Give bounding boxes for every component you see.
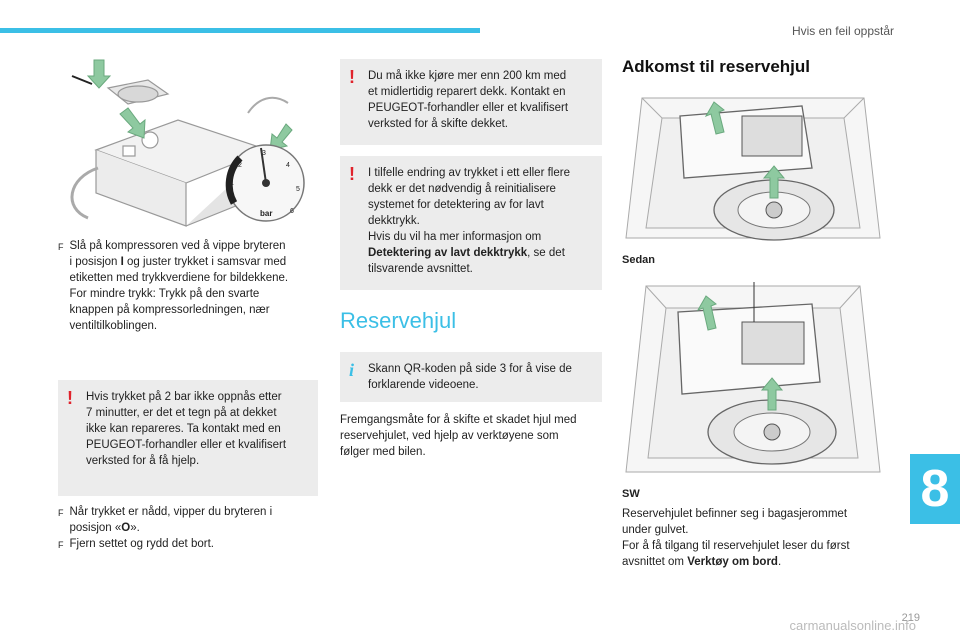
heading-adkomst: Adkomst til reservehjul [622,57,811,76]
step-2: F Når trykket er nådd, vipper du brytere… [58,506,273,534]
info-icon: i [349,360,355,380]
gauge-tick-6: 6 [290,208,294,215]
access-paragraph: Reservehjulet befinner seg i bagasjeromm… [622,508,850,568]
chapter-number-tab: 8 [910,454,960,524]
compressor-illustration [70,59,305,227]
page-number: 219 [901,612,920,624]
warning-box-tpms: ! I tilfelle endring av trykket i ett el… [340,156,602,290]
gauge-tick-3: 3 [262,150,266,157]
step-marker: F [58,508,64,518]
caption-sedan: Sedan [622,254,656,266]
watermark: carmanualsonline.info [789,618,916,633]
section-title-reservehjul: Reservehjul [340,308,457,333]
gauge-tick-2: 2 [238,162,242,169]
chapter-title: Hvis en feil oppstår [791,24,894,38]
warning-box-pressure: ! Hvis trykket på 2 bar ikke oppnås ette… [58,380,318,496]
gauge-tick-1: 1 [230,180,234,187]
info-box-qr: i Skann QR-koden på side 3 for å vise de… [340,352,602,402]
step-3: F Fjern settet og rydd det bort. [58,536,320,553]
trunk-illustration-sw [625,282,881,473]
warning-exclamation-icon: ! [349,164,355,184]
gauge-tick-5: 5 [296,186,300,193]
warning-exclamation-icon: ! [67,388,73,408]
warning-box-distance: ! Du må ikke kjøre mer enn 200 km med et… [340,59,602,145]
gauge-unit-label: bar [260,209,273,218]
step-1: F Slå på kompressoren ved å vippe bryter… [58,240,289,332]
step-marker: F [58,540,64,550]
step-marker: F [58,242,64,252]
header-accent-bar [0,28,480,33]
gauge-tick-4: 4 [286,162,290,169]
trunk-illustration-sedan [625,97,881,241]
caption-sw: SW [622,488,640,500]
procedure-paragraph: Fremgangsmåte for å skifte et skadet hju… [340,414,577,458]
warning-exclamation-icon: ! [349,67,355,87]
